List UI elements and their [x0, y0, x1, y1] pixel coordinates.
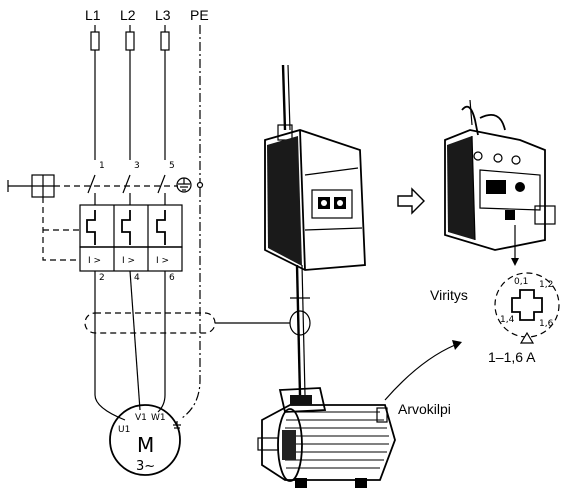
overload-label-1: I > — [88, 256, 101, 266]
terminal-5: 5 — [169, 161, 175, 171]
dial-cross-icon — [511, 289, 543, 321]
nameplate-label: Arvokilpi — [398, 401, 451, 417]
phase-label-pe: PE — [190, 7, 209, 23]
phase-label-l1: L1 — [85, 7, 101, 23]
terminal-3: 3 — [134, 161, 140, 171]
motor-terminal-u1: U1 — [118, 425, 130, 435]
terminal-6: 6 — [169, 273, 175, 283]
motor-terminal-v1: V1 — [135, 413, 147, 423]
overload-label-2: I > — [122, 256, 135, 266]
transition-arrow — [397, 187, 425, 215]
phase-label-l2: L2 — [120, 7, 136, 23]
fuse-l2 — [125, 31, 135, 51]
phase-label-l3: L3 — [155, 7, 171, 23]
setting-label: Viritys — [430, 287, 468, 303]
motor-phase: 3~ — [136, 459, 155, 474]
setting-dial: 0,1 1,2 1,4 1,6 — [494, 272, 560, 344]
enclosed-starter — [264, 64, 366, 396]
fuse-l1 — [90, 31, 100, 51]
motor-protector — [444, 99, 556, 266]
terminal-2: 2 — [99, 273, 105, 283]
motor-symbol — [109, 404, 181, 476]
dial-pointer-icon — [519, 331, 535, 344]
dial-mark-1: 0,1 — [514, 277, 528, 287]
nameplate-arrow — [384, 344, 456, 401]
overload-label-3: I > — [156, 256, 169, 266]
motor-letter: M — [137, 433, 154, 457]
cable-bundle — [84, 312, 216, 334]
dial-mark-3: 1,4 — [500, 315, 515, 325]
dial-mark-4: 1,6 — [539, 319, 554, 329]
motor-terminal-w1: W1 — [151, 413, 166, 423]
fuse-l3 — [160, 31, 170, 51]
terminal-1: 1 — [99, 161, 105, 171]
dial-mark-2: 1,2 — [539, 280, 553, 290]
schematic: L1 L2 L3 PE 1 3 5 — [7, 7, 290, 476]
motor-pictorial — [257, 387, 396, 488]
terminal-4: 4 — [134, 273, 140, 283]
current-range: 1–1,6 A — [488, 349, 536, 365]
